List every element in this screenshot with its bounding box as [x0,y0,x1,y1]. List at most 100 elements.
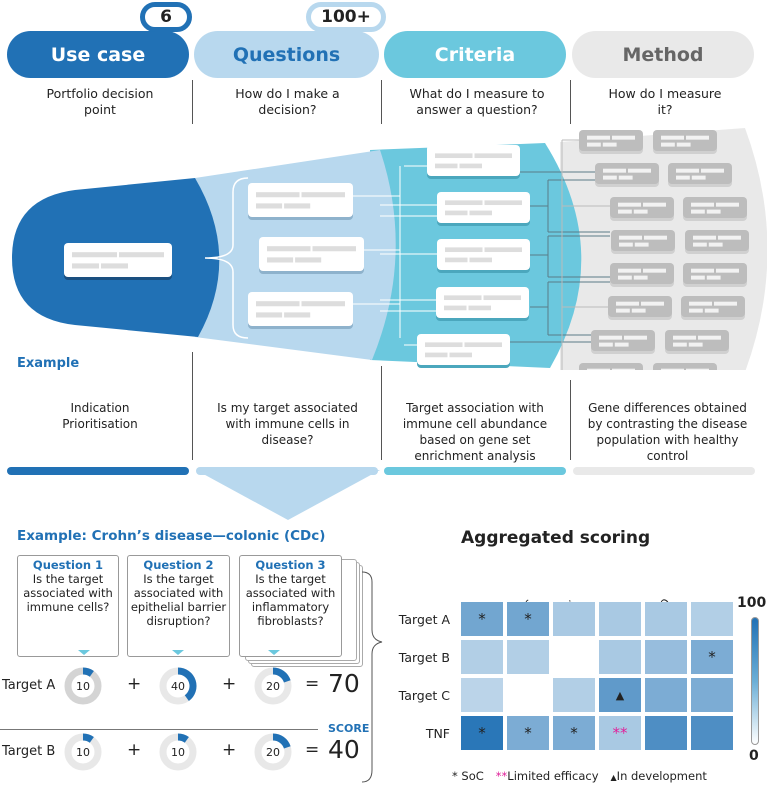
question-card-3: Question 3 Is the target associated with… [239,555,342,657]
divider [192,80,193,124]
heatmap-cell [645,602,687,636]
donut-value: 10 [171,745,185,759]
method-card-9 [683,263,747,287]
questions-question: How do I make a decision? [235,86,340,117]
question-1-label: Question 1 [32,558,104,572]
use-case-pill: Use case [7,31,189,78]
plus-sign: + [127,674,142,694]
donut-value: 40 [171,679,185,693]
method-title: Method [622,43,704,66]
method-card-8 [610,263,674,287]
use-case-title: Use case [50,43,146,66]
heatmap-cell [691,716,733,750]
criterion-card-1 [437,192,530,226]
pointer-triangles [78,650,280,655]
soc-marker-icon: * [524,724,532,742]
question-card-2: Question 2 Is the target associated with… [127,555,230,657]
equals-sign: = [305,740,320,760]
soc-marker-icon: * [478,724,486,742]
questions-count-badge: 100+ [306,2,386,32]
heatmap-cell [691,602,733,636]
method-card-4 [610,197,674,221]
example-section-title: Example: Crohn’s disease—colonic (CDc) [17,528,326,544]
score-divider [0,729,318,730]
criteria-example: Target association with immune cell abun… [402,401,548,463]
criteria-pill: Criteria [384,31,566,78]
target-row-label: Target A [2,678,56,693]
triangle-marker-icon: ▲ [610,773,617,782]
score-donut: 10 [159,733,197,771]
equals-sign: = [305,674,320,694]
brace [204,177,249,339]
heatmap-cell [599,640,641,674]
heatmap-cell [645,716,687,750]
method-card-5 [683,197,747,221]
heatmap-title: Aggregated scoring [461,528,651,548]
heatmap-cell [553,602,595,636]
heatmap-cell: * [461,602,503,636]
use-case-count-badge: 6 [140,2,192,32]
triangle-marker-icon: ▲ [615,688,625,702]
heatmap-cell [553,678,595,712]
score-donut: 10 [64,667,102,705]
method-question: How do I measure it? [608,86,722,117]
divider [570,80,571,124]
triangle-q2 [172,650,184,655]
heatmap-cell [507,678,549,712]
heatmap-cell: ** [599,716,641,750]
heatmap-cell: ▲ [599,678,641,712]
method-bar [573,467,755,475]
criterion-card-2 [437,239,530,273]
heatmap-cell [461,640,503,674]
heatmap-cell: * [553,716,595,750]
heatmap-cell [553,640,595,674]
soc-marker-icon: * [524,610,532,628]
total-score: 40 [328,735,360,764]
soc-marker-icon: * [708,648,716,666]
soc-marker-icon: * [570,724,578,742]
heatmap-row-label: Target C [398,688,450,703]
donut-value: 20 [266,679,280,693]
method-card-11 [681,296,745,320]
plus-sign: + [222,740,237,760]
heatmap-cell: * [507,602,549,636]
method-card-2 [595,163,659,187]
method-card-3 [668,163,732,187]
legend-limited-efficacy: **Limited efficacy [495,769,599,783]
question-card-0 [248,183,353,220]
method-card-15 [653,363,717,370]
donut-fill [82,667,94,677]
method-card-12 [591,330,655,354]
questions-title: Questions [232,43,341,66]
heatmap-row-label: Target B [398,650,450,665]
soc-marker-icon: * [478,610,486,628]
criterion-card-4 [417,334,510,368]
method-card-7 [685,230,749,254]
heatmap-cell: * [461,716,503,750]
method-card-14 [579,363,643,370]
donut-fill [272,667,291,683]
legend-in-development: ▲In development [610,769,707,783]
questions-pill: Questions [194,31,379,78]
criteria-connectors [510,171,610,343]
method-pill: Method [572,31,754,78]
donut-fill [177,733,189,743]
down-arrow [196,470,380,520]
heatmap-row-label: TNF [425,726,450,741]
method-example: Gene differences obtained by contrasting… [587,401,748,463]
colorbar-max-label: 100 [737,595,767,611]
question-3-label: Question 3 [255,558,326,572]
score-donut: 20 [254,667,292,705]
limited-efficacy-marker-icon: ** [612,724,628,742]
target-row-label: Target B [2,744,56,759]
heatmap-cell: * [507,716,549,750]
question-2-label: Question 2 [143,558,214,572]
heatmap-row-label: Target A [398,612,450,627]
example-label: Example [17,356,80,371]
criterion-card-0 [427,145,520,179]
donut-value: 10 [76,679,90,693]
method-card-0 [579,130,643,154]
question-card-1 [259,237,364,274]
score-donut: 20 [254,733,292,771]
donut-fill [82,733,94,743]
